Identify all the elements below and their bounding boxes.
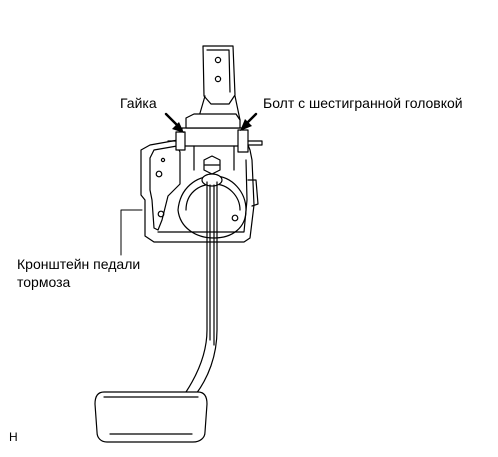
pedal-arm (185, 181, 218, 395)
pedal-pad (94, 391, 208, 443)
bolt-label: Болт с шестигранной головкой (263, 95, 463, 111)
upper-mounting-plate (197, 45, 241, 121)
pivot-assembly (167, 113, 263, 187)
figure-code: H (9, 430, 18, 444)
nut-arrow (164, 112, 184, 133)
bracket-label: Кронштейн педали тормоза (17, 255, 140, 291)
bolt-arrow (240, 112, 258, 131)
nut-label: Гайка (120, 95, 157, 111)
bracket-leader-line (120, 209, 143, 256)
bracket-label-line1: Кронштейн педали (17, 256, 141, 272)
bracket-label-line2: тормоза (17, 274, 71, 290)
